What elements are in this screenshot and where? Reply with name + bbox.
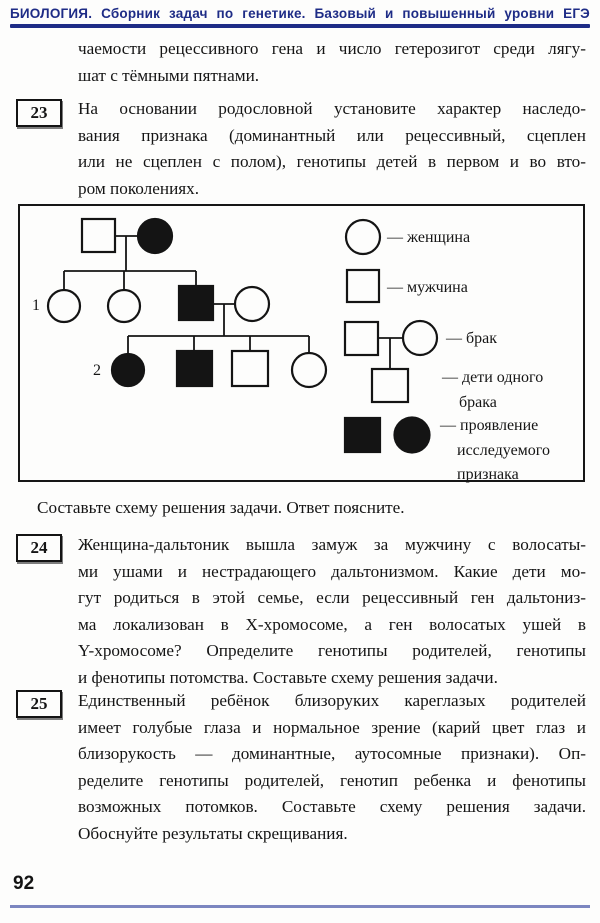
text-line: Женщина-дальтоник вышла замуж за мужчину…	[78, 535, 586, 554]
problem-number-25: 25	[16, 690, 62, 718]
text-line: Обоснуйте результаты скрещивания.	[78, 823, 348, 843]
gen2-daughter2-circle	[106, 288, 142, 324]
text-line: На основании родословной установите хара…	[78, 99, 586, 118]
legend-woman-circle	[344, 218, 382, 256]
gen1-father-square	[80, 217, 117, 254]
page-number: 92	[13, 873, 35, 894]
gen1-mother-affected-circle	[136, 217, 174, 255]
gen3-son-affected-square	[175, 349, 214, 388]
text-line: гут родиться в этой семье, если рецессив…	[78, 588, 586, 607]
running-head-title: БИОЛОГИЯ. Сборник задач по генетике. Баз…	[10, 6, 590, 21]
text-line: Y-хромосоме? Определите генотипы родител…	[78, 641, 586, 660]
legend-caption-text: исследуемого	[457, 441, 550, 459]
problem-23-text: На основании родословной установите хара…	[78, 96, 586, 202]
gen3-daughter-affected-circle	[110, 352, 146, 388]
text-line: Единственный ребёнок близоруких кареглаз…	[78, 691, 586, 710]
gen2-daughter1-circle	[46, 288, 82, 324]
pedigree-chart	[46, 217, 328, 389]
text-line: возможных потомков. Составьте схему реше…	[78, 797, 586, 816]
problem-24-text: Женщина-дальтоник вышла замуж за мужчину…	[78, 532, 586, 691]
legend-caption-text: — женщина	[387, 229, 471, 246]
legend-caption-text: — проявление	[440, 417, 539, 434]
text-line: вания признака (доминантный или рецессив…	[78, 125, 586, 145]
header-rule	[10, 24, 590, 28]
legend-caption-children: — дети одного брака	[442, 366, 543, 415]
generation-label-2: 2	[93, 362, 101, 379]
legend-affected-square	[343, 416, 382, 454]
text-line: близорукость — доминантные, аутосомные п…	[78, 744, 586, 763]
intro-paragraph: чаемости рецессивного гена и число гетер…	[78, 36, 586, 89]
text-line: ределите генотипы родителей, генотип реб…	[78, 770, 586, 790]
text-line: чаемости рецессивного гена и число гетер…	[78, 39, 586, 58]
legend-caption-text: — брак	[446, 330, 498, 347]
gen2-wife-circle	[233, 285, 271, 323]
problem-number-24: 24	[16, 534, 62, 562]
text-line: или не сцеплен с полом), генотипы детей …	[78, 152, 586, 171]
legend-symbols	[343, 218, 439, 454]
legend-caption-affected: — проявление исследуемого признака	[440, 414, 550, 488]
legend-man-square	[345, 268, 381, 304]
legend-caption-text: — дети одного	[442, 369, 544, 386]
footer-rule	[10, 905, 590, 908]
text-line: ми ушами и нестрадающего дальтонизмом. К…	[78, 561, 586, 581]
text-line: шат с тёмными пятнами.	[78, 65, 260, 85]
pedigree-figure-box: 1 2 — женщина — мужчина — брак — дети од…	[18, 204, 585, 483]
pedigree-and-legend-diagram	[46, 217, 439, 454]
gen3-daughter-circle	[290, 351, 328, 389]
legend-caption-text: — мужчина	[387, 279, 468, 296]
legend-caption-man: — мужчина	[387, 276, 468, 301]
legend-affected-circle	[393, 416, 431, 454]
text-line: и фенотипы потомства. Составьте схему ре…	[78, 667, 498, 687]
legend-marriage-square	[343, 320, 380, 357]
legend-child-square	[370, 367, 410, 404]
gen3-son-square	[230, 349, 270, 388]
problem-number-23: 23	[16, 99, 62, 127]
legend-caption-text: брака	[459, 393, 497, 411]
problem-25-text: Единственный ребёнок близоруких кареглаз…	[78, 688, 586, 847]
legend-caption-woman: — женщина	[387, 226, 470, 251]
legend-marriage-circle	[401, 319, 439, 357]
gen2-son-affected-square	[177, 284, 215, 322]
legend-caption-text: признака	[457, 466, 519, 483]
text-line: имеет голубые глаза и нормальное зрение …	[78, 717, 586, 737]
text-line: ром поколениях.	[78, 178, 200, 198]
task-note: Составьте схему решения задачи. Ответ по…	[37, 498, 405, 517]
generation-label-1: 1	[32, 297, 40, 314]
text-line: ма локализован в X-хромосоме, а ген воло…	[78, 614, 586, 634]
legend-caption-marriage: — брак	[446, 327, 497, 352]
